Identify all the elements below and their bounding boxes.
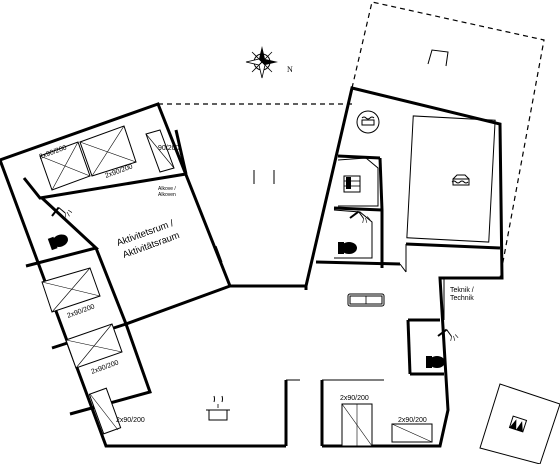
north-label: N <box>287 65 293 74</box>
terrace-outline <box>158 1 545 279</box>
bed-3-note: Alkove / <box>158 186 176 192</box>
bed-6-label: 2x90/200 <box>116 417 145 424</box>
sauna-room-outline <box>337 157 379 207</box>
bed-alcove <box>145 129 175 173</box>
bed-8 <box>391 423 433 443</box>
outdoor-bay <box>427 49 449 67</box>
whirlpool-icon <box>356 110 380 134</box>
bed-3-note-2: Alkoven <box>158 192 176 198</box>
shower-icon <box>51 206 73 218</box>
bed-6 <box>88 387 122 435</box>
bed-3-label: 90/200 <box>158 145 180 152</box>
compass-icon <box>245 46 278 79</box>
sauna-icon <box>343 175 361 193</box>
bed-8-label: 2x90/200 <box>398 417 427 424</box>
toilet-icon <box>338 242 357 254</box>
bed-5 <box>65 323 123 369</box>
bed-1 <box>39 125 137 191</box>
technik-room-label: Teknik / <box>450 287 474 294</box>
door-icon <box>508 415 528 433</box>
toilet-icon <box>47 234 68 251</box>
kitchen-pot-icon <box>206 395 230 421</box>
toilet-icon <box>426 356 445 368</box>
bed-7-label: 2x90/200 <box>340 395 369 402</box>
bed-7 <box>341 403 373 447</box>
outer-walls <box>0 86 504 448</box>
pool-icon <box>451 174 470 186</box>
sofa-icon <box>347 293 385 307</box>
shower-icon <box>437 328 459 341</box>
bed-4 <box>41 267 101 313</box>
shed <box>479 383 560 464</box>
interior-walls-right <box>315 154 501 425</box>
pool <box>406 115 496 243</box>
bath-outline <box>333 209 373 259</box>
technik-room-label-2: Technik <box>450 295 474 302</box>
